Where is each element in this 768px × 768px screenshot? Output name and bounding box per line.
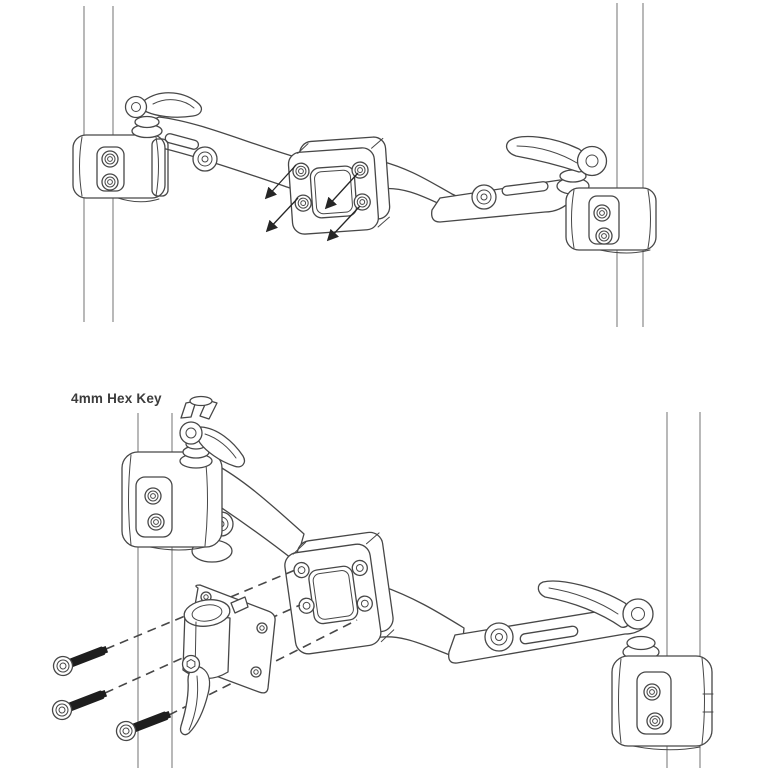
clamp-screw	[101, 173, 119, 191]
removal-arrow	[324, 172, 359, 210]
step1-right-rod-clamp	[556, 169, 657, 254]
clamp-screw	[147, 513, 165, 531]
rod-clamp-tab	[230, 596, 249, 614]
clamp-screw	[646, 712, 664, 730]
step1-right-pole	[616, 3, 644, 327]
step2-left-quick-release-lever	[179, 395, 246, 468]
lever-ring	[622, 598, 654, 630]
step1-accessory-mounting-plate	[287, 136, 391, 235]
arm-slot-screw	[471, 184, 497, 210]
flange-hole	[256, 622, 268, 634]
clamp-hub	[626, 635, 656, 651]
lever-ring	[576, 145, 608, 177]
arm-slot-screw	[484, 622, 514, 652]
clamp-hub	[134, 115, 160, 129]
step1-left-rod-clamp	[72, 115, 169, 203]
step1-left-quick-release-lever	[124, 92, 203, 119]
clamp-screw	[144, 487, 162, 505]
flange-hole	[250, 666, 262, 678]
step2-right-rod-clamp	[611, 635, 714, 751]
removal-arrow	[264, 164, 297, 200]
hex-socket-screws	[49, 639, 174, 744]
clamp-screw	[101, 150, 119, 168]
clamp-hinge	[151, 138, 169, 197]
plate-screw	[350, 160, 370, 180]
step2-accessory-mounting-plate	[284, 531, 395, 655]
step1-right-quick-release-lever	[505, 135, 608, 177]
arm-slot	[501, 181, 549, 196]
step1-right-arm	[374, 159, 573, 223]
arm-slot	[164, 133, 200, 150]
clamp-screw	[593, 204, 611, 222]
clamp-screw	[643, 683, 661, 701]
arm-slot	[519, 625, 579, 645]
step1-diagram	[72, 3, 657, 327]
lever-ring	[124, 95, 148, 119]
arm-slot-screw	[192, 146, 218, 172]
step2-right-quick-release-lever	[537, 580, 654, 630]
lever-ring	[179, 421, 203, 445]
plate-opening	[309, 165, 358, 219]
clamp-screw	[595, 227, 613, 245]
rod-clamp-lever-handle	[179, 666, 211, 736]
plate-screw	[294, 193, 313, 213]
plate-screw	[353, 192, 372, 212]
plate-opening	[308, 565, 359, 625]
hex-screw	[113, 704, 174, 744]
hex-screw	[49, 683, 110, 723]
step2-diagram	[49, 395, 714, 768]
removal-arrow	[265, 197, 299, 233]
hex-screw	[50, 639, 111, 679]
removal-arrow	[326, 205, 361, 242]
step2-right-arm	[374, 583, 651, 664]
rod-clamp-pivot-screw	[181, 654, 201, 674]
step2-left-rod-clamp	[121, 438, 233, 563]
step1-removal-arrows	[264, 164, 361, 242]
accessory-rod-clamp	[179, 584, 276, 736]
tool-label: 4mm Hex Key	[71, 391, 162, 406]
